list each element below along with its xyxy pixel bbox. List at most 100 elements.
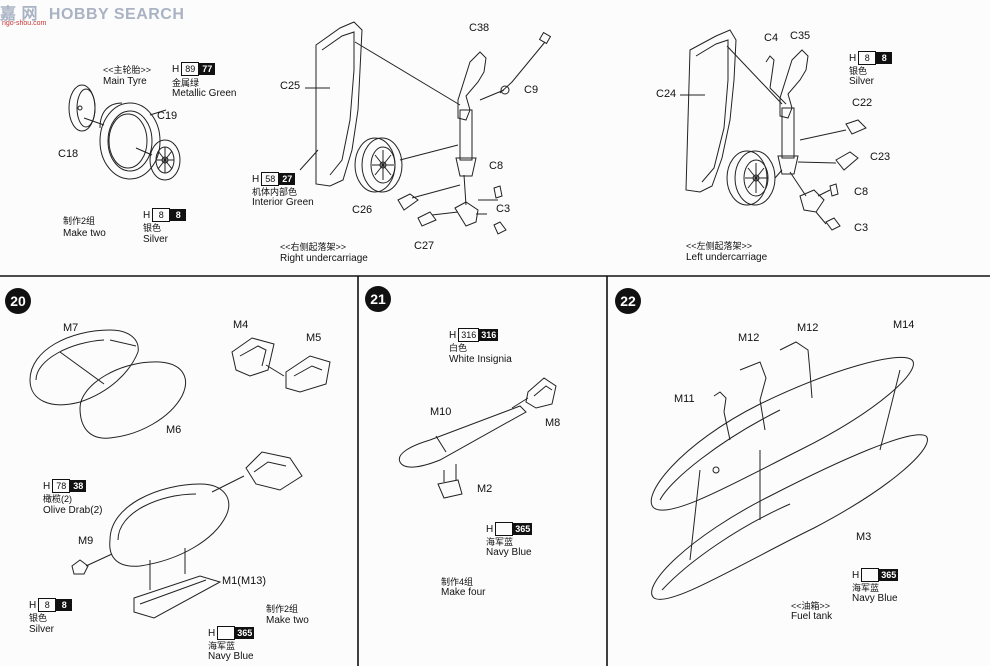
h-prefix: H: [449, 330, 457, 341]
step-21-badge: 21: [365, 286, 391, 312]
make-two-label: Make two: [63, 228, 106, 239]
paint-code-a: 316: [458, 328, 480, 342]
part-m4: M4: [233, 319, 249, 331]
watermark-text: HOBBY SEARCH: [48, 6, 185, 23]
paint-code-b: 27: [279, 173, 296, 185]
silver-cn-left: 银色: [849, 66, 868, 76]
olive-drab-label: Olive Drab(2): [43, 505, 103, 516]
paint-code-a: [217, 626, 236, 640]
paint-code-a: 89: [181, 62, 200, 76]
part-m12-a: M12: [738, 332, 760, 344]
part-m12-b: M12: [797, 322, 819, 334]
h-prefix: H: [849, 53, 857, 64]
interior-green-cn: 机体内部色: [252, 187, 298, 197]
interior-green-label: Interior Green: [252, 197, 314, 208]
silver-label-left: Silver: [849, 76, 875, 87]
make-two-cn-step20: 制作2组: [266, 604, 299, 614]
paint-code-b: 365: [235, 627, 255, 639]
part-m10: M10: [430, 406, 452, 418]
part-c24: C24: [656, 88, 677, 100]
left-undercarriage-cn: <<左侧起落架>>: [686, 241, 753, 251]
panel-dividers: [0, 275, 990, 666]
silver-cn-step20: 银色: [29, 613, 48, 623]
navy-blue-code-step21: H 365: [486, 522, 533, 536]
paint-code-b: 77: [199, 63, 216, 75]
part-m3: M3: [856, 531, 872, 543]
step22-drawing: [650, 341, 928, 600]
paint-code-b: 365: [879, 569, 899, 581]
part-m2: M2: [477, 483, 493, 495]
h-prefix: H: [143, 210, 151, 221]
part-m1-m13: M1(M13): [222, 575, 267, 587]
part-c8-left: C8: [854, 186, 869, 198]
h-prefix: H: [43, 481, 51, 492]
part-c23: C23: [870, 151, 891, 163]
navy-blue-code-step22: H 365: [852, 568, 899, 582]
navy-blue-code-step20: H 365: [208, 626, 255, 640]
main-tyre-label: Main Tyre: [103, 76, 147, 87]
white-insignia-cn: 白色: [449, 343, 468, 353]
step21-drawing: [398, 377, 557, 499]
h-prefix: H: [208, 628, 216, 639]
navy-blue-label-step21: Navy Blue: [486, 547, 532, 558]
part-c18: C18: [58, 148, 79, 160]
part-m11: M11: [674, 393, 695, 405]
paint-code-b: 316: [479, 329, 499, 341]
right-undercarriage-cn: <<右侧起落架>>: [280, 242, 347, 252]
step-20-badge: 20: [5, 288, 31, 314]
h-prefix: H: [29, 600, 37, 611]
paint-code-b: 8: [170, 209, 187, 221]
part-c22: C22: [852, 97, 873, 109]
part-c3-left: C3: [854, 222, 869, 234]
main-tyre-label-cn: <<主轮胎>>: [103, 65, 152, 75]
h-prefix: H: [852, 570, 860, 581]
part-c9: C9: [524, 84, 539, 96]
right-undercarriage-drawing: [299, 21, 552, 235]
h-prefix: H: [252, 174, 260, 185]
paint-code-b: 8: [56, 599, 73, 611]
h-prefix: H: [486, 524, 494, 535]
paint-code-a: 8: [38, 598, 57, 612]
right-undercarriage-title: Right undercarriage: [280, 253, 368, 264]
navy-blue-cn-step20: 海军蓝: [208, 641, 236, 651]
part-c25: C25: [280, 80, 301, 92]
paint-code-a: [495, 522, 514, 536]
part-c3: C3: [496, 203, 511, 215]
navy-blue-cn-step21: 海军蓝: [486, 537, 514, 547]
fuel-tank-cn: <<油箱>>: [791, 601, 831, 611]
part-c8: C8: [489, 160, 504, 172]
silver-label: Silver: [143, 234, 169, 245]
olive-drab-cn: 橄榄(2): [43, 494, 72, 504]
paint-code-b: 8: [876, 52, 893, 64]
main-tyre-drawing: [68, 84, 181, 181]
step-22-badge: 22: [615, 288, 641, 314]
part-c19: C19: [157, 110, 178, 122]
paint-code-a: 58: [261, 172, 280, 186]
part-c4: C4: [764, 32, 779, 44]
part-c38: C38: [469, 22, 490, 34]
h-prefix: H: [172, 64, 180, 75]
make-two-label-step20: Make two: [266, 615, 309, 626]
navy-blue-cn-step22: 海军蓝: [852, 583, 880, 593]
paint-code-a: 8: [152, 208, 171, 222]
watermark-logo-chars: 嘉 网: [0, 6, 38, 23]
part-c35: C35: [790, 30, 811, 42]
part-m7: M7: [63, 322, 79, 334]
hobby-search-watermark: 嘉 网 HOBBY SEARCH ngo-shou.com: [0, 0, 184, 30]
left-undercarriage-title: Left undercarriage: [686, 252, 768, 263]
navy-blue-label-step20: Navy Blue: [208, 651, 254, 662]
left-undercarriage-drawing: [680, 29, 867, 231]
part-c26: C26: [352, 204, 373, 216]
navy-blue-label-step22: Navy Blue: [852, 593, 898, 604]
silver-label-step20: Silver: [29, 624, 55, 635]
part-c27: C27: [414, 240, 435, 252]
part-m5: M5: [306, 332, 322, 344]
